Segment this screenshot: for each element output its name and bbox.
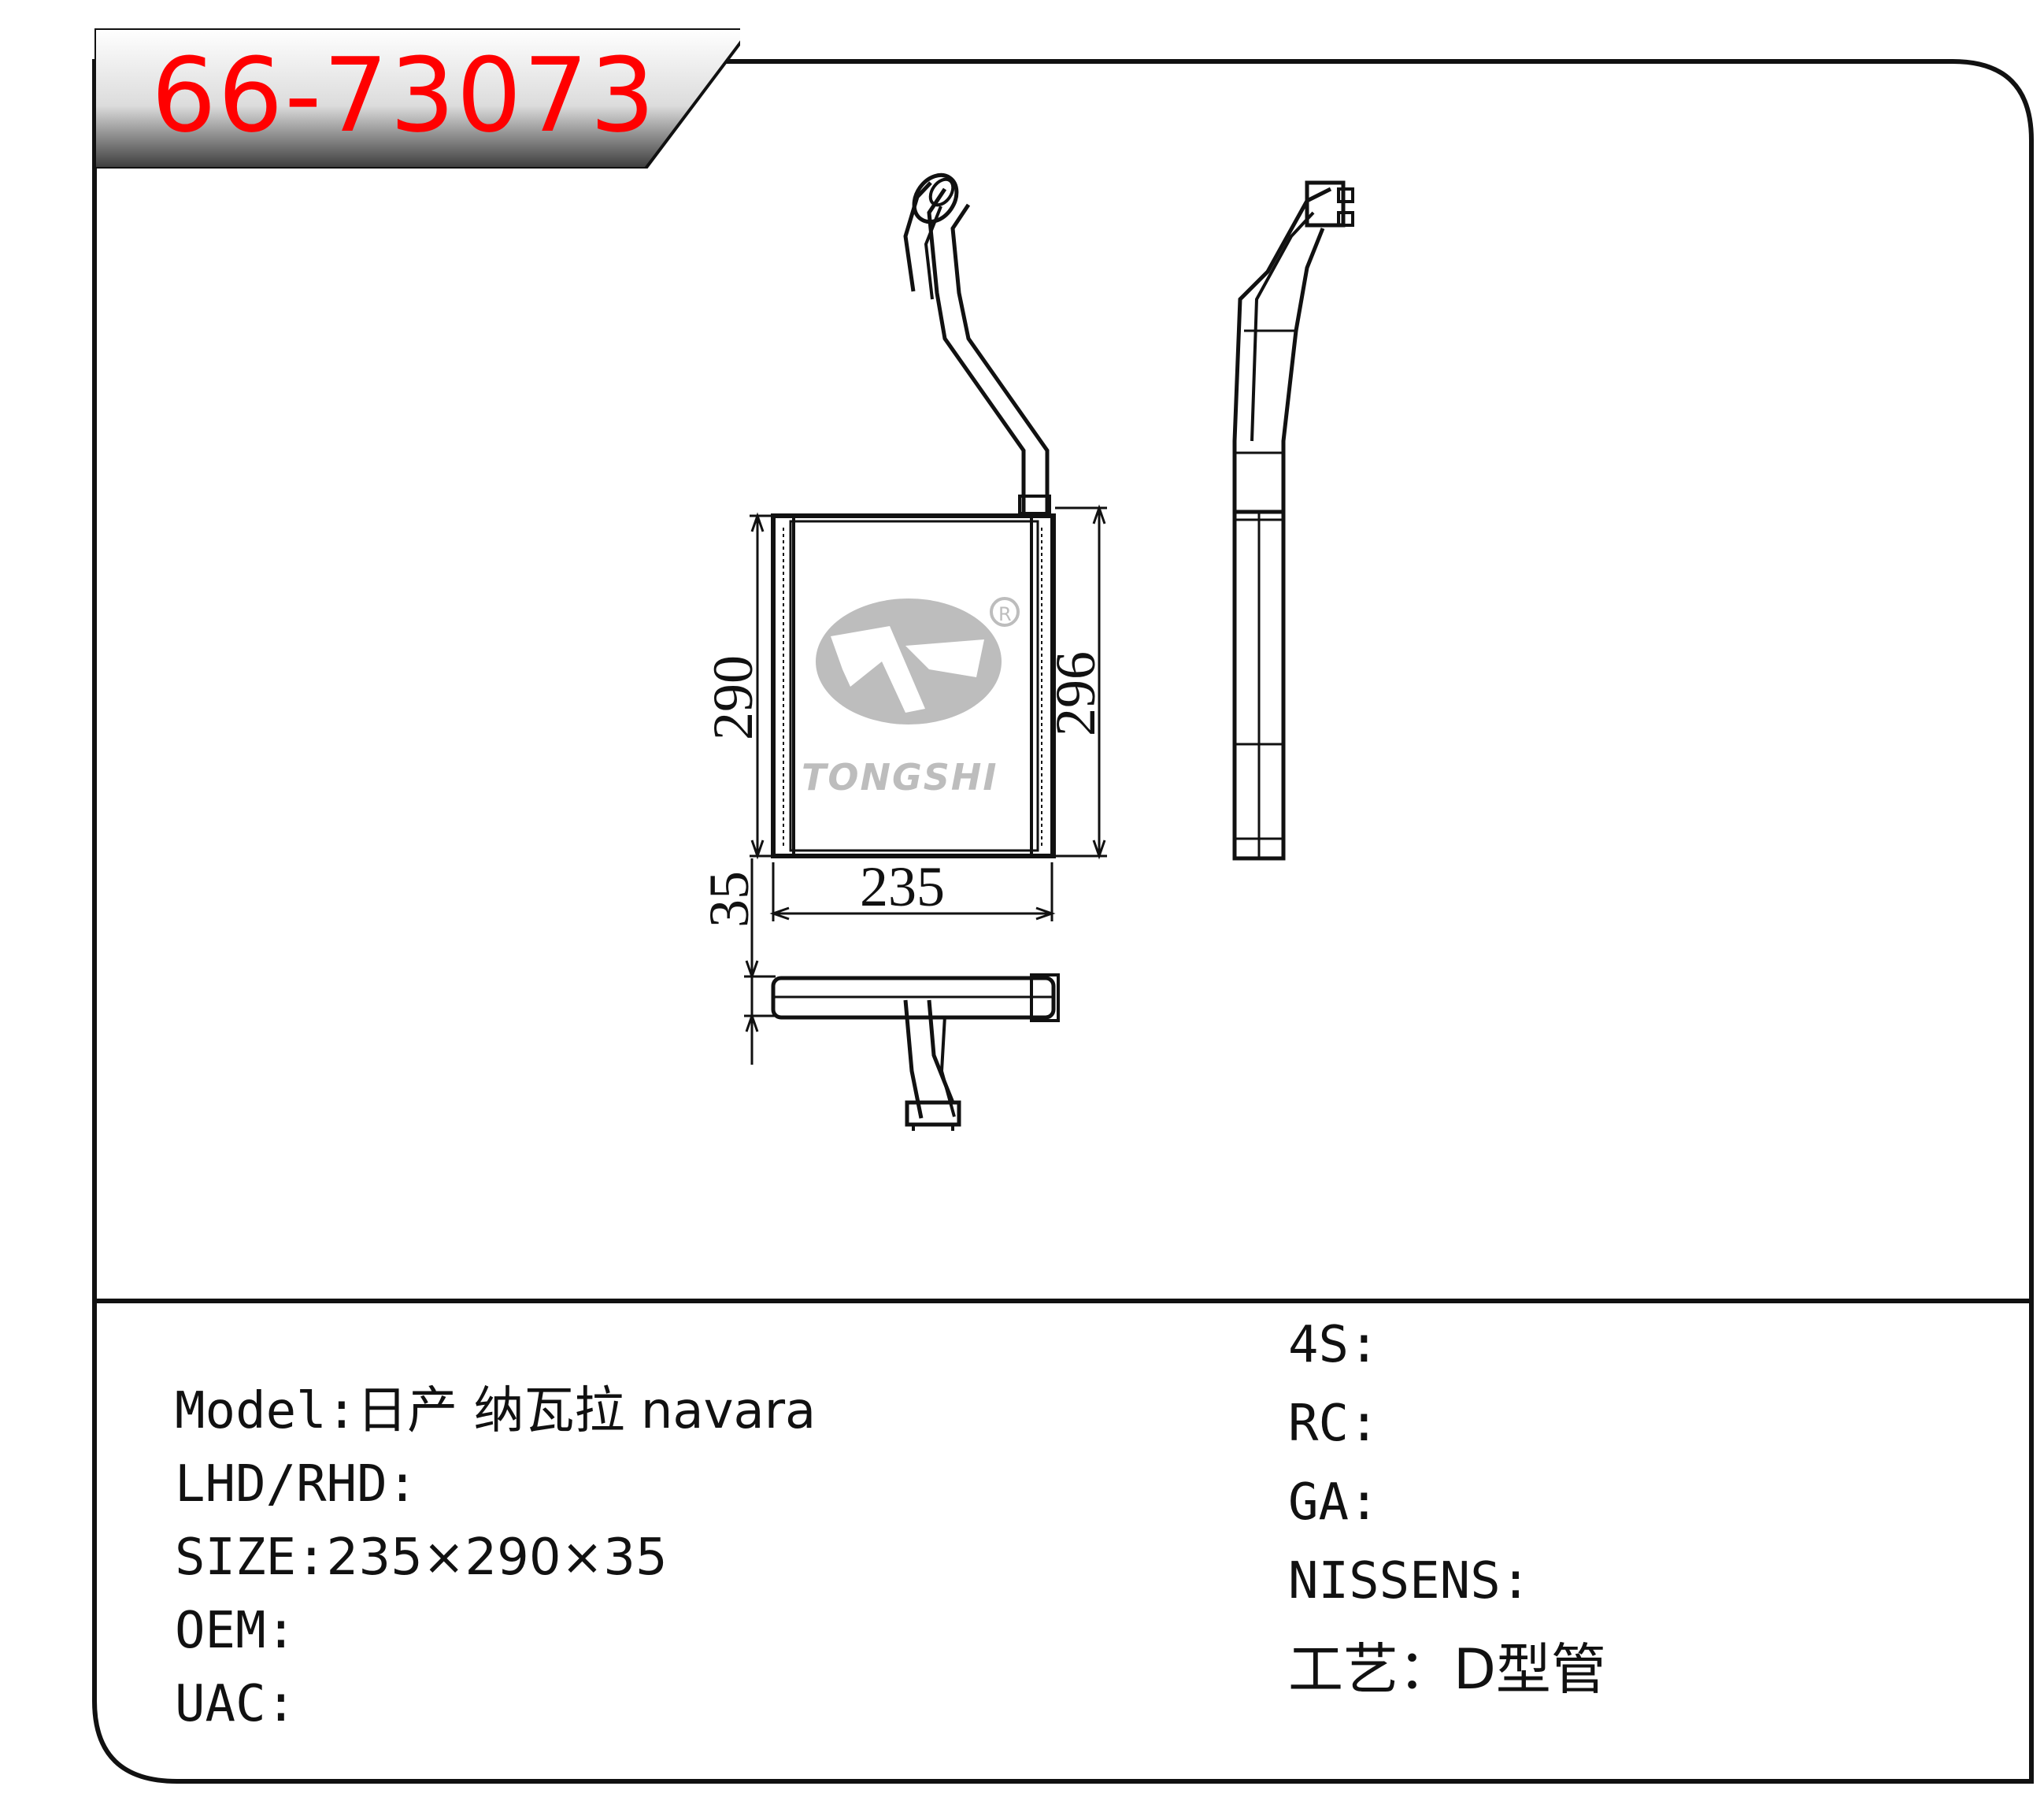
process-value: D型管 <box>1453 1637 1606 1702</box>
heater-core-top-view <box>771 973 1060 1131</box>
4s-label: 4S: <box>1288 1316 1379 1374</box>
oem-label: OEM: <box>175 1602 297 1660</box>
oem-line: OEM: <box>175 1599 296 1662</box>
4s-line: 4S: <box>1288 1314 1379 1377</box>
model-label: Model: <box>175 1382 357 1440</box>
process-label: 工艺： <box>1288 1637 1453 1702</box>
rc-line: RC: <box>1288 1392 1379 1455</box>
lhd-rhd-line: LHD/RHD: <box>175 1453 417 1516</box>
nissens-label: NISSENS: <box>1288 1552 1531 1610</box>
uac-line: UAC: <box>175 1673 296 1736</box>
heater-core-front-view <box>771 172 1056 858</box>
uac-label: UAC: <box>175 1675 297 1733</box>
ga-label: GA: <box>1288 1473 1379 1532</box>
process-line: 工艺：D型管 <box>1288 1638 1606 1701</box>
size-value: 235×290×35 <box>326 1529 668 1587</box>
model-line: Model:日产 纳瓦拉 navara <box>175 1380 816 1443</box>
size-line: SIZE:235×290×35 <box>175 1526 668 1589</box>
lhd-rhd-label: LHD/RHD: <box>175 1455 418 1514</box>
dimension-35: 35 <box>698 871 761 928</box>
logo-wordmark: TONGSHI <box>802 756 998 799</box>
dimension-235: 235 <box>860 855 945 918</box>
dimension-296: 296 <box>1044 651 1107 736</box>
part-code-tab-shape <box>94 28 740 169</box>
nissens-line: NISSENS: <box>1288 1550 1531 1613</box>
heater-core-side-view <box>1232 180 1354 861</box>
tongshi-logo: R TONGSHI <box>802 597 1020 799</box>
outer-border <box>92 59 2034 1784</box>
part-code: 66-73073 <box>151 35 657 155</box>
registered-mark: R <box>998 603 1012 625</box>
size-label: SIZE: <box>175 1529 327 1587</box>
model-value: 日产 纳瓦拉 navara <box>357 1382 816 1440</box>
dimension-290: 290 <box>702 655 765 740</box>
rc-label: RC: <box>1288 1395 1379 1453</box>
ga-line: GA: <box>1288 1471 1379 1534</box>
part-code-tab: 66-73073 <box>94 28 740 169</box>
dimension-lines <box>744 504 1107 1065</box>
